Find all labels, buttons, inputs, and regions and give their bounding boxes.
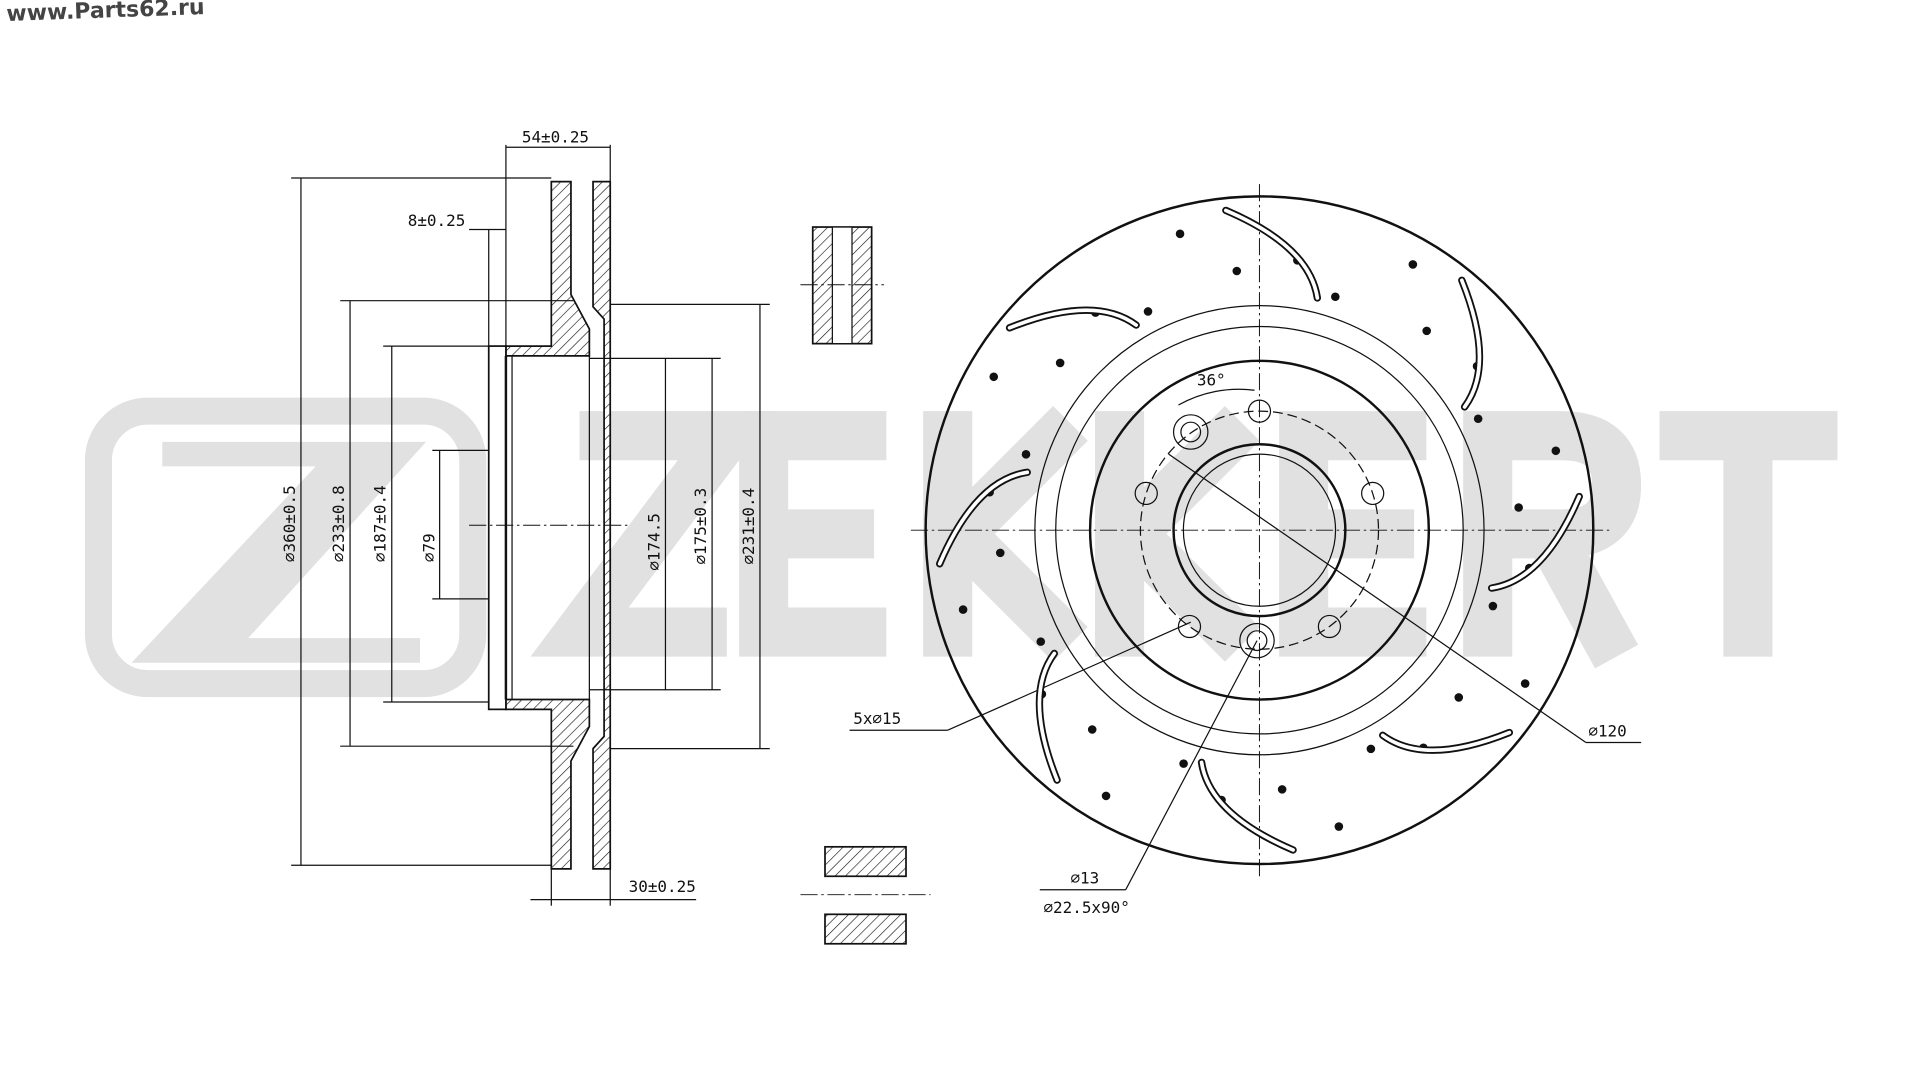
slot-inner (1199, 760, 1295, 852)
slot (1222, 206, 1322, 302)
drill-hole (1334, 822, 1344, 831)
dim-d360: ⌀360±0.5 (280, 485, 299, 562)
dim-pcd: ⌀120 (1588, 721, 1626, 740)
slot-inner (1380, 730, 1512, 753)
drill-hole (1454, 693, 1464, 702)
drill-hole (1551, 446, 1561, 456)
bolt-hole (1247, 399, 1272, 423)
dim-d79: ⌀79 (420, 533, 439, 562)
drill-hole (1087, 725, 1097, 734)
drill-hole (995, 548, 1005, 558)
drill-hole (1514, 503, 1523, 512)
drill-hole (1488, 601, 1498, 611)
dim-thickness: 30±0.25 (629, 877, 696, 896)
dim-d174-5: ⌀174.5 (644, 513, 663, 571)
dim-angle: 36° (1197, 370, 1226, 389)
drill-hole (1422, 326, 1431, 336)
slot-inner (1224, 208, 1320, 300)
drill-hole (1366, 744, 1376, 754)
drill-hole (958, 605, 968, 614)
front-view (849, 184, 1642, 891)
slot-inner (1007, 308, 1139, 330)
drill-hole (1473, 414, 1483, 424)
slot (1197, 758, 1297, 854)
drill-hole (1143, 307, 1153, 316)
drill-hole (1021, 450, 1031, 459)
bolt-hole (1361, 481, 1385, 506)
drill-hole (1179, 759, 1188, 768)
dim-d231: ⌀231±0.4 (739, 488, 758, 565)
dim-d233: ⌀233±0.8 (329, 485, 348, 562)
hole-detail-top (800, 226, 884, 345)
drill-hole (1520, 679, 1530, 688)
slot-inner (1489, 494, 1582, 590)
slot-inner (1459, 278, 1482, 409)
slot-inner (1037, 651, 1059, 782)
drill-hole (1331, 292, 1340, 302)
dim-d187: ⌀187±0.4 (371, 485, 390, 562)
dim-d13: ⌀13 (1070, 869, 1099, 888)
zekkert-logo-watermark (84, 397, 1838, 698)
dim-bolt-holes: 5x⌀15 (853, 709, 901, 728)
drill-hole (1036, 637, 1046, 646)
bolt-hole (1134, 481, 1158, 506)
drill-hole (1408, 260, 1418, 269)
drill-hole (1232, 266, 1242, 276)
bolt-hole (1317, 614, 1342, 639)
dim-width-total: 54±0.25 (522, 127, 589, 146)
drill-hole (1277, 785, 1287, 794)
drill-hole (1175, 229, 1185, 239)
dim-flange: 8±0.25 (408, 211, 466, 230)
drill-hole (1055, 358, 1065, 368)
dim-chamfer: ⌀22.5x90° (1043, 898, 1129, 917)
drill-hole (989, 372, 999, 382)
drill-hole (1101, 791, 1111, 801)
hole-detail-bottom (800, 845, 931, 945)
dim-d175: ⌀175±0.3 (691, 488, 710, 565)
section-view (291, 144, 770, 906)
slot-inner (937, 470, 1030, 566)
bolt-hole (1177, 614, 1202, 639)
